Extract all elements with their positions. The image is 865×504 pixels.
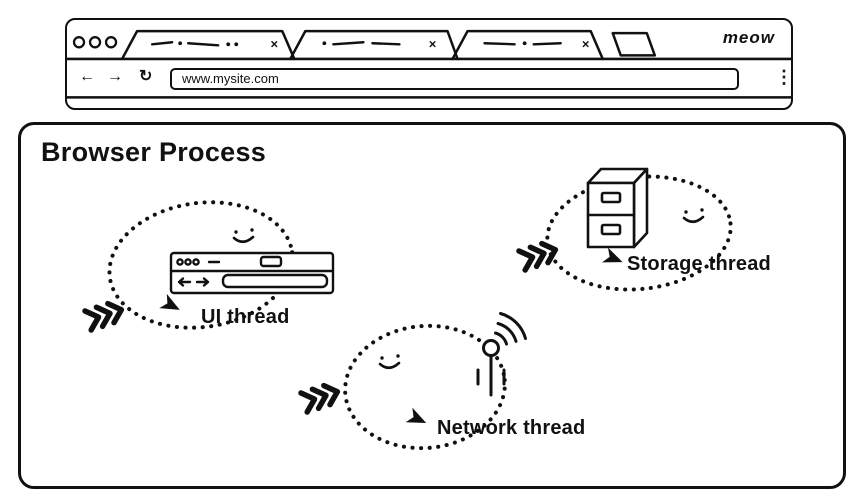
network-thread-label: Network thread	[437, 417, 586, 439]
process-title: Browser Process	[41, 137, 267, 167]
address-bar: www.mysite.com	[170, 68, 739, 90]
loop-arrowhead	[405, 407, 427, 424]
storage-thread-label: Storage thread	[627, 253, 771, 275]
browser-tab-1: ×	[120, 29, 296, 61]
antenna-signal-icon	[476, 312, 527, 397]
smiley-face	[682, 208, 705, 224]
loop-arrowhead	[159, 293, 180, 310]
address-bar-url: www.mysite.com	[182, 71, 279, 86]
chevron-marks	[298, 382, 341, 415]
tab-title-squiggle	[150, 41, 239, 47]
network-thread-group	[298, 312, 527, 451]
window-controls-icon	[72, 36, 118, 49]
browser-tab-2: ×	[289, 29, 459, 61]
smiley-face	[378, 354, 401, 370]
storage-thread-group	[516, 167, 733, 292]
brand-text: meow	[722, 28, 775, 47]
file-cabinet-icon	[586, 167, 649, 249]
forward-icon: →	[107, 68, 123, 85]
chevron-marks	[82, 300, 125, 333]
tab-close-icon: ×	[429, 36, 437, 51]
browser-window-drawing: × ×	[65, 18, 793, 110]
tab-close-icon: ×	[582, 36, 590, 51]
browser-chrome-drawing: × ×	[67, 29, 791, 99]
ui-thread-label: UI thread	[201, 306, 290, 328]
back-icon: ←	[79, 68, 95, 85]
mini-browser-toolbar-icon	[169, 251, 335, 295]
tab-title-squiggle	[322, 41, 401, 46]
reload-icon: ↻	[139, 68, 153, 85]
browser-process-box: Browser Process	[18, 122, 846, 489]
chevron-marks	[516, 240, 559, 273]
threads-illustration	[82, 167, 733, 451]
smiley-face	[232, 228, 255, 244]
tab-title-squiggle	[483, 41, 562, 46]
browser-tab-3: ×	[451, 29, 604, 61]
tab-close-icon: ×	[270, 36, 278, 51]
loop-arrowhead	[602, 247, 623, 263]
new-tab-button-shape	[611, 31, 657, 57]
menu-dots-icon: ⋮	[775, 67, 793, 87]
ui-thread-group	[82, 200, 335, 333]
